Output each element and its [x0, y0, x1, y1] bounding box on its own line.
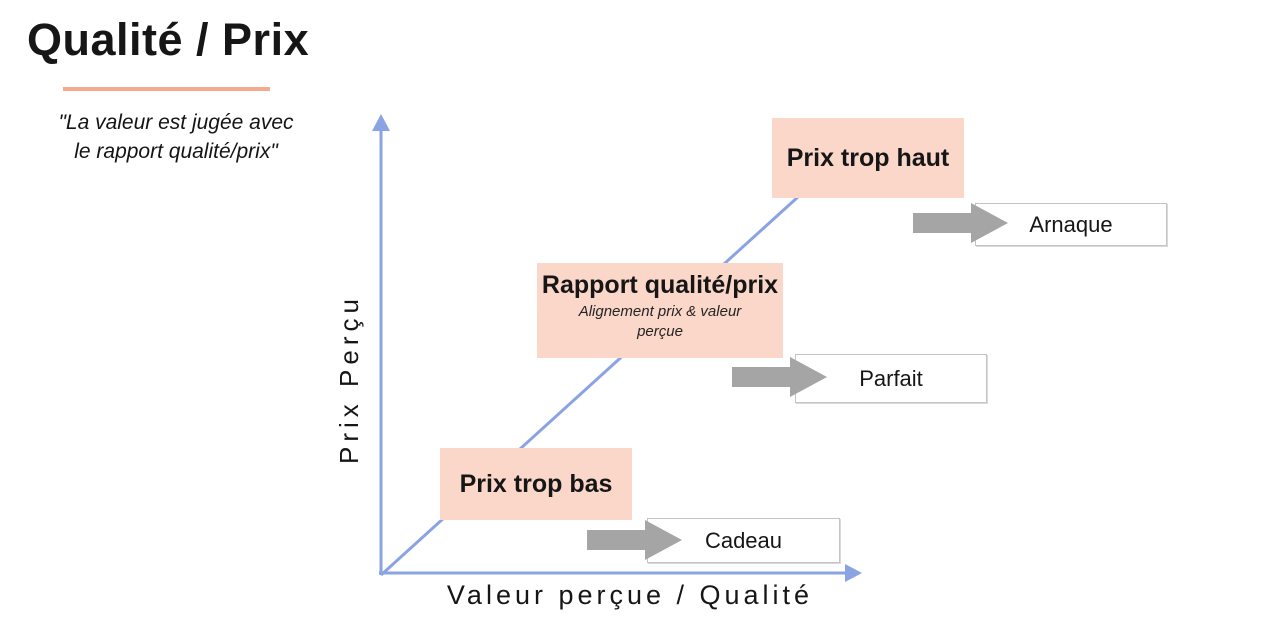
page-title: Qualité / Prix — [27, 14, 310, 65]
quote-text: "La valeur est jugée avec le rapport qua… — [18, 108, 334, 166]
node-label: Prix trop haut — [786, 144, 950, 172]
node-rapport-qualite-prix: Rapport qualité/prix Alignement prix & v… — [537, 263, 783, 358]
node-sublabel: Alignement prix & valeur perçue — [578, 303, 742, 340]
quote-line-1: "La valeur est jugée avec — [58, 111, 294, 134]
result-box-parfait: Parfait — [795, 354, 987, 403]
node-label: Prix trop bas — [459, 470, 613, 498]
y-axis-arrowhead-icon — [372, 114, 390, 131]
node-prix-trop-bas: Prix trop bas — [440, 448, 632, 520]
title-underline — [63, 87, 270, 91]
quote-line-2: le rapport qualité/prix" — [74, 140, 278, 163]
node-label: Rapport qualité/prix — [541, 271, 779, 299]
right-arrow-icon — [913, 203, 1008, 243]
result-box-arnaque: Arnaque — [975, 203, 1167, 246]
right-arrow-icon — [732, 357, 827, 397]
x-axis-label: Valeur perçue / Qualité — [446, 580, 814, 610]
node-prix-trop-haut: Prix trop haut — [772, 118, 964, 198]
result-label: Arnaque — [1029, 211, 1113, 237]
right-arrow-icon — [587, 520, 682, 560]
result-label: Cadeau — [704, 527, 783, 553]
x-axis-arrowhead-icon — [845, 564, 862, 582]
result-label: Parfait — [859, 365, 923, 391]
